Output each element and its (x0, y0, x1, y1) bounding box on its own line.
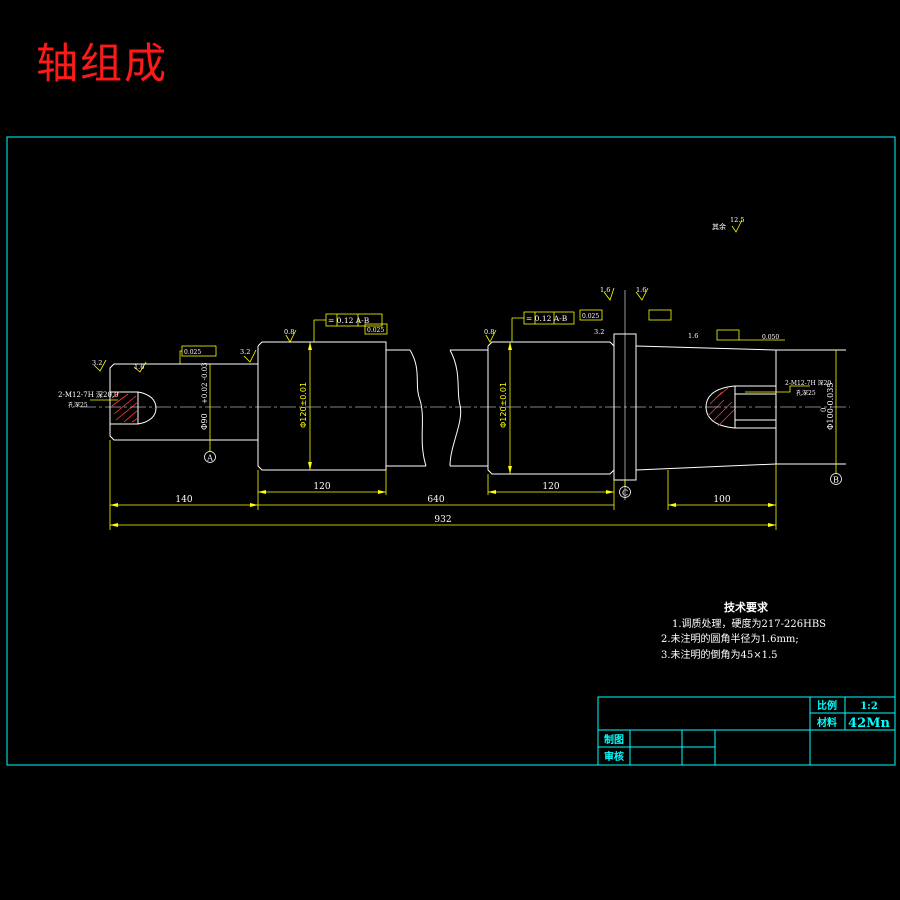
runout-3: 0.025 (582, 313, 599, 320)
datum-a-symbol (204, 451, 216, 463)
requirement-3: 3.未注明的倒角为45×1.5 (661, 648, 778, 661)
drawn-label: 制图 (604, 733, 624, 746)
dim-100: 100 (713, 495, 730, 505)
roughness-08-a: 0.8 (284, 328, 294, 336)
roughness-16-c: 1.6 (688, 332, 698, 340)
roughness-32-b: 3.2 (594, 328, 604, 336)
flatness: 0.050 (762, 334, 779, 341)
dim-120-right: 120 (542, 482, 559, 492)
scale-label: 比例 (817, 699, 837, 712)
roughness-16-b: 1.6 (636, 286, 646, 294)
dim-140: 140 (175, 495, 192, 505)
thread-note-left: 2-M12-7H 深20.0 (58, 390, 119, 399)
roughness-left-1: 3.2 (92, 359, 102, 367)
roughness-08-b: 0.8 (484, 328, 494, 336)
datum-c-label: C (622, 489, 628, 498)
roughness-32-a: 3.2 (240, 348, 250, 356)
requirement-2: 2.未注明的圆角半径为1.6mm; (661, 632, 799, 645)
roughness-left-2: 1.6 (134, 363, 144, 371)
checked-label: 审核 (604, 750, 624, 763)
runout-1: 0.025 (184, 349, 201, 356)
diameter-left-tol: +0.02 -0.03 (201, 362, 209, 404)
dimension-arrows (110, 342, 776, 527)
dimension-lines (90, 219, 837, 530)
dim-120-left: 120 (313, 482, 330, 492)
dim-640: 640 (427, 495, 444, 505)
tolerance-frame-1: = 0.12 A-B (328, 316, 370, 325)
drawing-frame (6, 136, 896, 766)
datum-a-label: A (206, 454, 213, 463)
page-title: 轴组成 (36, 39, 169, 88)
roughness-rest-value: 12.5 (730, 216, 744, 224)
roughness-rest-label: 其余 (712, 222, 726, 231)
datum-b-symbol (830, 473, 842, 485)
requirements-heading: 技术要求 (724, 600, 769, 614)
thread-note-left-sub: 孔深25 (68, 401, 88, 409)
thread-note-right: 2-M12-7H 深20 (785, 379, 831, 387)
runout-2: 0.025 (367, 327, 384, 334)
requirement-1: 1.调质处理，硬度为217-226HBS (672, 617, 826, 630)
thread-note-right-sub: 孔深25 (796, 389, 816, 397)
diameter-right-upper: 0 (820, 408, 828, 412)
diameter-right: Φ100-0.035 (826, 383, 835, 430)
section-hatch (111, 387, 735, 427)
roughness-16-a: 1.6 (600, 286, 610, 294)
datum-c-symbol (619, 486, 631, 498)
diameter-section-1: Φ120±0.01 (299, 382, 308, 428)
dim-932: 932 (434, 515, 451, 525)
tolerance-frame-2: = 0.12 A-B (526, 314, 568, 323)
scale-value: 1:2 (860, 701, 878, 712)
diameter-left: Φ90 (200, 413, 209, 430)
material-label: 材料 (817, 716, 837, 729)
material-value: 42Mn (848, 716, 890, 731)
diameter-section-2: Φ120±0.01 (499, 382, 508, 428)
title-block (597, 696, 896, 766)
datum-b-label: B (833, 476, 839, 485)
